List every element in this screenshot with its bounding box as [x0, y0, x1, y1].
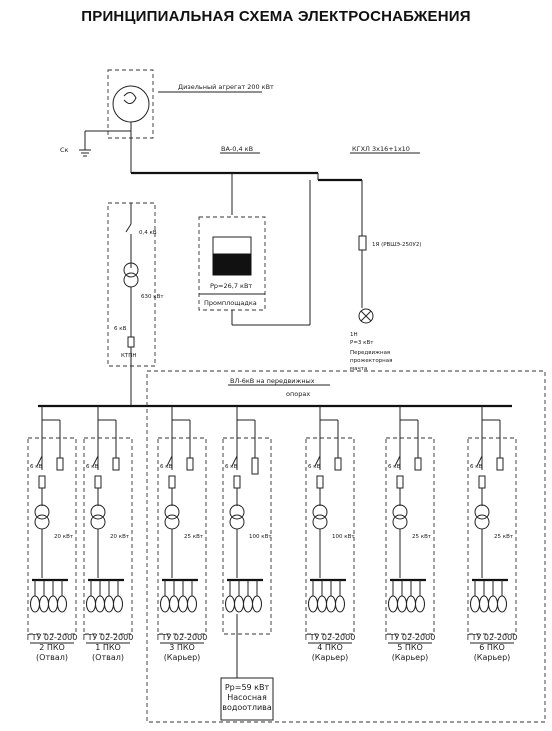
feeder-name: 4 ПКО — [317, 643, 343, 652]
feeder-voltage: 6 кВ — [388, 464, 401, 470]
lv-bus: ВА-0,4 кВ КГХЛ 3х16+1х10 — [131, 145, 420, 215]
feeder-power: 25 кВт — [494, 534, 514, 540]
feeder-name: 5 ПКО — [397, 643, 423, 652]
generator-label: Дизельный агрегат 200 кВт — [178, 83, 274, 91]
generator: Дизельный агрегат 200 кВт Ск — [60, 69, 274, 173]
feeder-power: 20 кВт — [54, 534, 74, 540]
ktpn: 0,4 кВ 630 кВт 6 кВ КТПН — [107, 202, 164, 372]
feeder-name: ГТУ 02-2000 — [467, 633, 518, 642]
feeder-power: 100 кВт — [249, 534, 272, 540]
va-label: ВА-0,4 кВ — [221, 145, 253, 153]
feeder-voltage: 6 кВ — [86, 464, 99, 470]
lamp-line: Р=3 кВт — [350, 340, 374, 346]
feeder-name: (Карьер) — [164, 653, 201, 662]
feeder-name: (Карьер) — [312, 653, 349, 662]
feeder-voltage: 6 кВ — [30, 464, 43, 470]
feeder-name: 1 ПКО — [95, 643, 121, 652]
hv-label-2: опорах — [286, 390, 310, 398]
cable-label: КГХЛ 3х16+1х10 — [352, 145, 410, 153]
lamp-line: мачта — [350, 366, 367, 372]
ktpn-name: КТПН — [121, 353, 137, 359]
feeder-name: (Отвал) — [92, 653, 124, 662]
feeder-name: (Отвал) — [36, 653, 68, 662]
site-panel: Рр=26,7 кВт Промплощадка — [198, 180, 311, 326]
feeder-power: 100 кВт — [332, 534, 355, 540]
site-power: Рр=26,7 кВт — [210, 282, 252, 290]
feeder-name: ГТУ 02-2000 — [305, 633, 356, 642]
feeder-name: Рр=59 кВт — [225, 683, 270, 692]
lamp-line: прожекторная — [350, 358, 392, 364]
feeder-name: ГТУ 02-2000 — [27, 633, 78, 642]
lamp-tag: 1Я (РВШЭ-250У2) — [372, 242, 422, 248]
feeder-name: водоотлива — [222, 703, 272, 712]
feeder-power: 25 кВт — [412, 534, 432, 540]
feeder-voltage: 6 кВ — [160, 464, 173, 470]
feeder-name: ГТУ 02-2000 — [157, 633, 208, 642]
lamp-mast: 1Я (РВШЭ-250У2) 1Н Р=3 кВт Передвижная п… — [350, 180, 422, 372]
feeder-name: ГТУ 02-2000 — [385, 633, 436, 642]
feeder-voltage: 6 кВ — [470, 464, 483, 470]
lamp-line: 1Н — [350, 332, 358, 338]
ground-label: Ск — [60, 146, 69, 154]
feeder-name: 6 ПКО — [479, 643, 505, 652]
feeder-power: 20 кВт — [110, 534, 130, 540]
feeder-name: (Карьер) — [392, 653, 429, 662]
site-name: Промплощадка — [204, 299, 257, 307]
feeder-voltage: 6 кВ — [225, 464, 238, 470]
lamp-line: Передвижная — [350, 350, 390, 356]
feeder-name: Насосная — [227, 693, 267, 702]
ktpn-transformer-label: 630 кВт — [141, 294, 164, 300]
feeder-name: (Карьер) — [474, 653, 511, 662]
feeder-voltage: 6 кВ — [308, 464, 321, 470]
ktpn-sw-label: 0,4 кВ — [139, 230, 157, 236]
feeder-power: 25 кВт — [184, 534, 204, 540]
hv-line: ВЛ-6кВ на передвижных опорах — [38, 370, 546, 723]
ktpn-fuse-label: 6 кВ — [114, 326, 127, 332]
feeder-name: 2 ПКО — [39, 643, 65, 652]
feeder-name: ГТУ 02-2000 — [83, 633, 134, 642]
feeder-name: 3 ПКО — [169, 643, 195, 652]
hv-label: ВЛ-6кВ на передвижных — [230, 377, 315, 385]
diagram-title: ПРИНЦИПИАЛЬНАЯ СХЕМА ЭЛЕКТРОСНАБЖЕНИЯ — [81, 8, 471, 25]
